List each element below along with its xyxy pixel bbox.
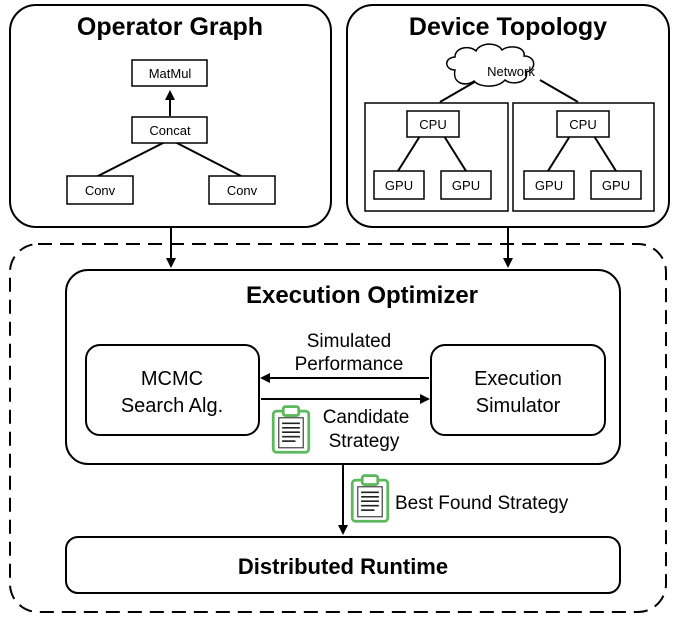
network-cloud-icon: Network <box>446 43 535 87</box>
svg-text:Search Alg.: Search Alg. <box>121 395 223 417</box>
best-strategy-clipboard-icon <box>350 474 390 523</box>
node-matmul: MatMul <box>131 59 208 87</box>
gpu-node: GPU <box>452 178 480 193</box>
best-found-strategy-label: Best Found Strategy <box>395 493 569 514</box>
svg-text:MCMC: MCMC <box>141 368 203 390</box>
svg-text:Simulator: Simulator <box>476 395 561 417</box>
device-topology-panel: Device Topology Network CPU GPU GPU CPU … <box>346 4 670 228</box>
candidate-strategy-label-2: Strategy <box>329 431 400 452</box>
mcmc-search-box: MCMC Search Alg. <box>85 344 260 436</box>
operator-graph-panel: Operator Graph MatMul Concat Conv Conv <box>9 4 332 228</box>
node-concat: Concat <box>131 116 208 144</box>
cpu-node: CPU <box>569 117 596 132</box>
svg-text:MatMul: MatMul <box>149 66 192 81</box>
simulated-performance-label: Simulated <box>307 331 392 352</box>
gpu-node: GPU <box>602 178 630 193</box>
network-label: Network <box>487 64 535 79</box>
device-group-1: CPU GPU GPU <box>364 102 509 212</box>
operator-graph-title: Operator Graph <box>77 13 263 41</box>
device-group-2: CPU GPU GPU <box>512 102 655 212</box>
candidate-strategy-clipboard-icon <box>271 405 311 454</box>
svg-text:Concat: Concat <box>149 123 191 138</box>
distributed-runtime-title: Distributed Runtime <box>238 554 448 579</box>
execution-simulator-box: Execution Simulator <box>430 344 606 436</box>
gpu-node: GPU <box>385 178 413 193</box>
svg-text:Conv: Conv <box>227 183 258 198</box>
node-conv-left: Conv <box>66 175 134 205</box>
system-boundary <box>9 243 667 613</box>
candidate-strategy-label: Candidate <box>323 407 410 428</box>
cpu-node: CPU <box>419 117 446 132</box>
device-topology-title: Device Topology <box>409 13 607 41</box>
distributed-runtime-panel: Distributed Runtime <box>65 536 621 594</box>
svg-text:Conv: Conv <box>85 183 116 198</box>
gpu-node: GPU <box>535 178 563 193</box>
simulated-performance-label-2: Performance <box>295 354 404 375</box>
svg-text:Execution: Execution <box>474 368 562 390</box>
execution-optimizer-title: Execution Optimizer <box>246 282 478 309</box>
execution-optimizer-panel: Execution Optimizer MCMC Search Alg. Exe… <box>65 269 621 465</box>
node-conv-right: Conv <box>208 175 276 205</box>
